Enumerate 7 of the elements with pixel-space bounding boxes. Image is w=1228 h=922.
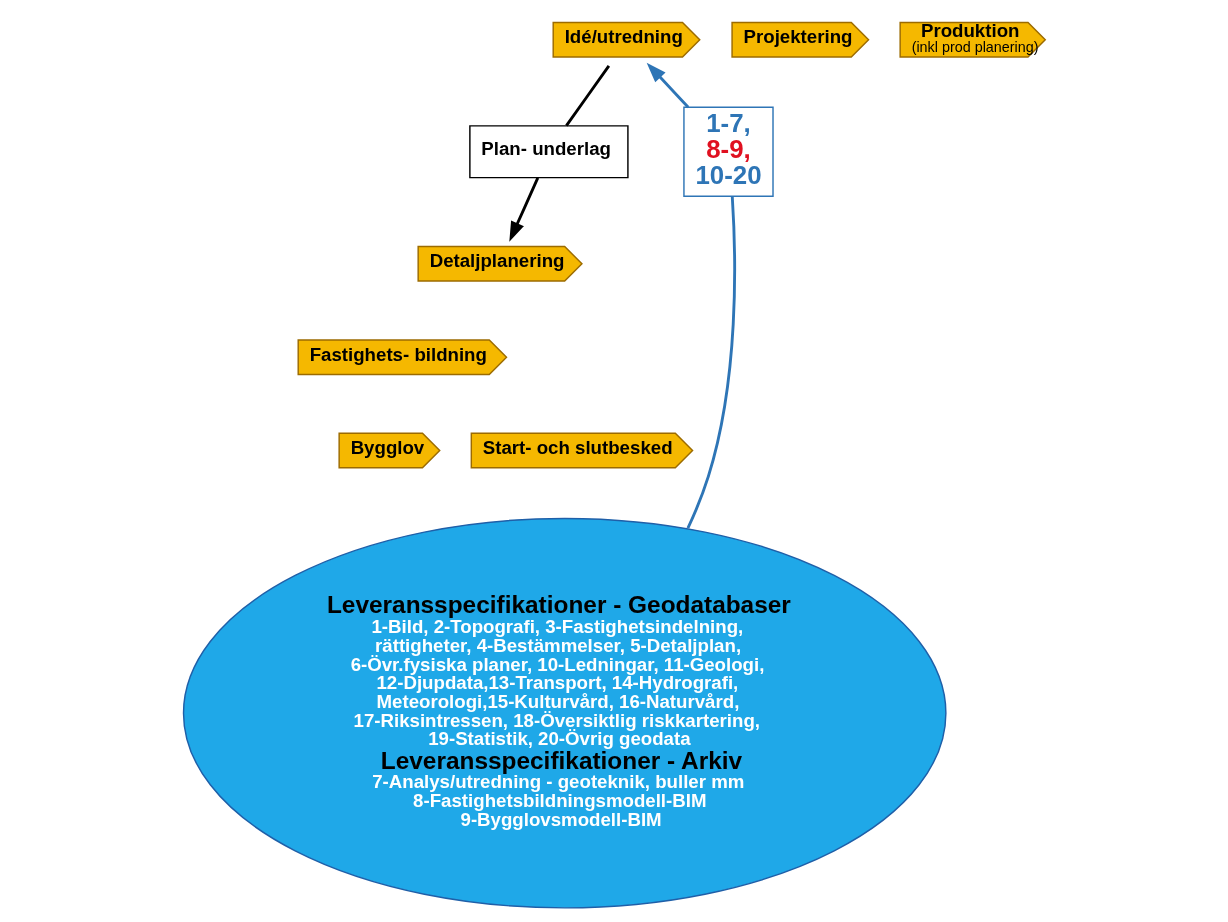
arrow: [646, 62, 689, 109]
arrow: [508, 177, 539, 242]
node-box: 1-7, 8-9, 10-20: [682, 106, 774, 197]
connector: [564, 65, 610, 127]
connector: [686, 196, 736, 529]
node-box: Plan- underlag: [468, 125, 629, 179]
node-ellipse: Leveransspecifikationer - Geodatabaser 1-Bild, 2-Topografi, 3-Fastighetsindelning, rättigheter, 4-Bestämmelser, 5-Detaljplan, 6-Övr.fysiska planer, 10-Ledningar, 11-Geologi, 12-Djupdata,13-Transport, 14-Hydrografi, Meteorologi,15-Kulturvård, 16-Naturvård, 17-Riksintressen, 18-Översiktlig riskkartering, 19-Statistik, 20-Övrig geodata Leveransspecifikationer - Arkiv 7-Analys/utredning - geoteknik, buller mm 8-Fastighetsbildningsmodell-BIM 9-Bygglovsmodell-BIM: [182, 517, 947, 909]
